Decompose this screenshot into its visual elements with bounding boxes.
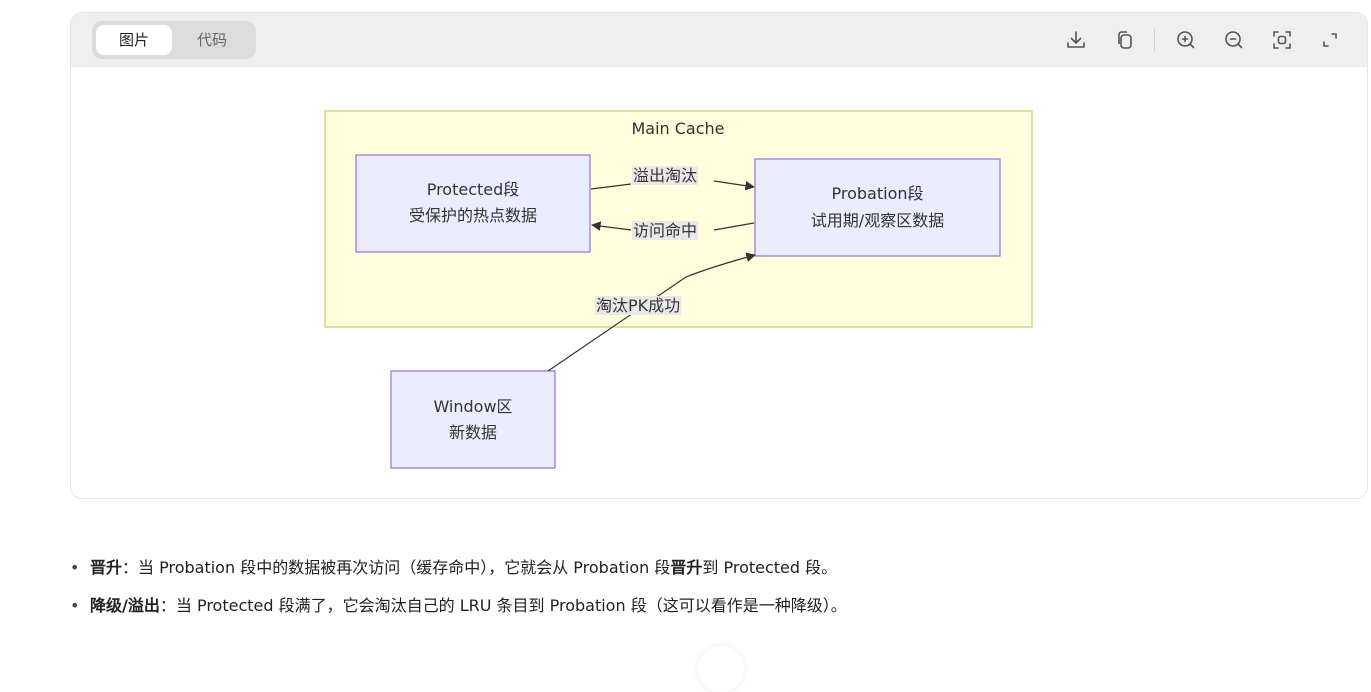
list-item-promotion: •晋升：当 Probation 段中的数据被再次访问（缓存命中），它就会从 Pr… [70,555,847,593]
copy-icon [1118,31,1132,49]
copy-button[interactable] [1112,27,1138,53]
edge-overflow [590,181,754,189]
fullscreen-button[interactable] [1317,27,1343,53]
zoom-out-icon [1225,31,1243,49]
edge-pk-text: 淘汰PK成功 [595,296,682,315]
emphasis: 晋升 [670,558,703,577]
node-protected[interactable] [355,154,591,253]
bullet-dot: • [70,596,80,615]
edge-overflow-text: 溢出淘汰 [632,166,699,185]
node-window-title: Window区 [433,397,513,416]
scroll-button[interactable] [698,646,744,692]
description: 当 Probation 段中的数据被再次访问（缓存命中），它就会从 Probat… [138,558,671,577]
bullet-dot: • [70,558,80,577]
tab-image[interactable]: 图片 [96,25,172,55]
flowchart-svg [324,110,1033,469]
term: 降级/溢出 [90,596,160,615]
edge-overflow-label: 溢出淘汰 [632,163,699,189]
separator: ： [122,558,139,577]
view-toggle: 图片 代码 [92,21,256,59]
separator: ： [159,596,176,615]
node-probation[interactable] [754,158,1001,257]
explanation-list: •晋升：当 Probation 段中的数据被再次访问（缓存命中），它就会从 Pr… [70,555,847,631]
list-item-demotion: • 降级/溢出：当 Protected 段满了，它会淘汰自己的 LRU 条目到 P… [70,593,847,631]
edge-hit [592,223,755,230]
diagram-toolbar: 图片 代码 [71,13,1367,67]
diagram-card: 图片 代码 [70,12,1368,499]
fit-screen-icon [1273,31,1291,49]
node-protected-title: Protected段 [426,180,520,199]
edge-hit-text: 访问命中 [632,221,699,240]
download-button[interactable] [1063,27,1089,53]
term: 晋升 [90,558,123,577]
node-window[interactable] [390,370,556,469]
zoom-in-button[interactable] [1173,27,1199,53]
edge-pk-label: 淘汰PK成功 [595,293,682,319]
node-probation-desc: 试用期/观察区数据 [810,211,945,230]
description-tail: 到 Protected 段。 [702,558,838,577]
zoom-in-icon [1177,31,1195,49]
fit-screen-button[interactable] [1269,27,1295,53]
edge-pk [547,252,756,372]
download-icon [1067,31,1085,48]
tab-code[interactable]: 代码 [196,31,227,49]
fullscreen-icon [1323,33,1337,47]
flowchart: Main Cache Protected段 受保护的热点数据 Probation… [71,67,1367,498]
toolbar-divider [1154,28,1155,52]
zoom-out-button[interactable] [1221,27,1247,53]
node-probation-title: Probation段 [831,184,924,203]
description: 当 Protected 段满了，它会淘汰自己的 LRU 条目到 Probatio… [175,596,847,615]
edge-hit-label: 访问命中 [632,218,699,244]
subgraph-title: Main Cache [631,119,725,138]
node-protected-desc: 受保护的热点数据 [408,206,537,225]
node-window-desc: 新数据 [448,423,497,442]
